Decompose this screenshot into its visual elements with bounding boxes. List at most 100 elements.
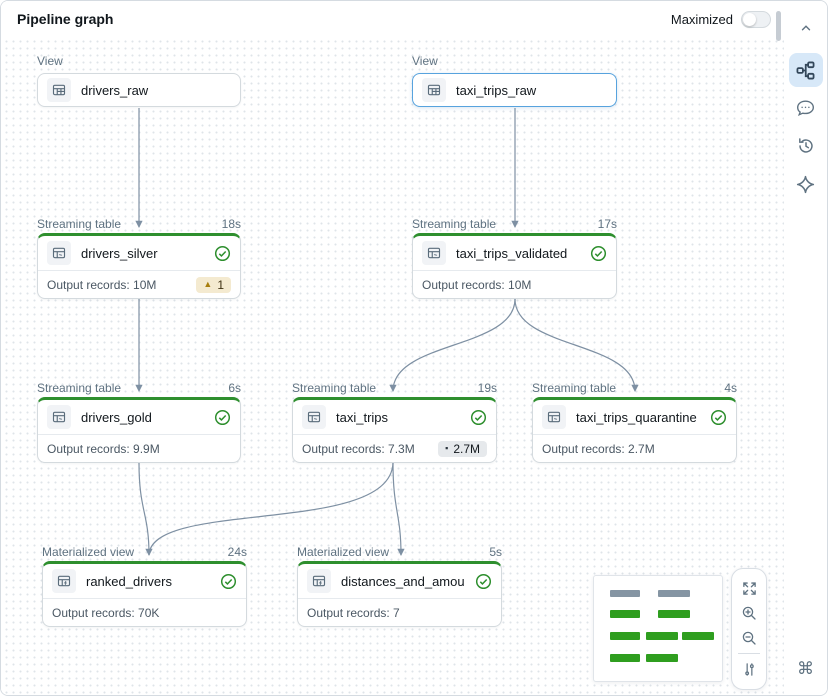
node-drivers-raw[interactable]: drivers_raw (37, 73, 241, 107)
pipeline-graph-icon (796, 61, 815, 79)
materialized-view-icon (307, 569, 331, 593)
expectation-warning-badge[interactable]: ▲ 1 (196, 276, 231, 293)
canvas-scrollbar-thumb[interactable] (776, 11, 781, 41)
node-kind-label: Streaming table (412, 217, 497, 231)
output-records-label: Output records: 7.3M (302, 441, 415, 456)
output-records-label: Output records: 9.9M (47, 441, 160, 456)
node-meta-distances-and-amounts: Materialized view 5s (297, 545, 502, 559)
fit-to-screen-button[interactable] (735, 576, 763, 601)
node-title: taxi_trips_validated (456, 245, 568, 261)
node-taxi-trips-raw[interactable]: taxi_trips_raw (412, 73, 617, 107)
sidebar-item-assistant[interactable] (789, 167, 823, 201)
minimap-node-bar (610, 610, 640, 618)
minimap-node-bar (610, 654, 640, 662)
node-title: drivers_silver (81, 245, 158, 261)
sidebar-item-history[interactable] (789, 129, 823, 163)
pipeline-graph-panel: View drivers_raw View tax (1, 1, 786, 695)
node-duration: 18s (221, 217, 241, 231)
edge-drivers-gold-to-ranked (138, 462, 153, 557)
node-taxi-trips[interactable]: taxi_trips Output records: 7.3M ▪ 2.7M (292, 397, 497, 463)
node-kind-label: Streaming table (292, 381, 377, 395)
node-kind-label: Streaming table (37, 381, 122, 395)
node-kind-label: Streaming table (37, 217, 122, 231)
edge-taxi-trips-to-ranked (148, 462, 394, 556)
success-check-icon (214, 409, 231, 426)
collapse-chevron-up-icon[interactable] (789, 11, 823, 45)
graph-settings-button[interactable] (735, 657, 763, 682)
toggle-knob (743, 12, 756, 26)
edge-validated-to-taxi-trips (389, 298, 516, 393)
minimap-node-bar (682, 632, 714, 640)
canvas-controls (731, 568, 767, 690)
node-title: distances_and_amounts_b... (341, 573, 465, 589)
node-ranked-drivers[interactable]: ranked_drivers Output records: 70K (42, 561, 247, 627)
success-check-icon (710, 409, 727, 426)
streaming-table-icon (422, 241, 446, 265)
node-taxi-trips-quarantine[interactable]: taxi_trips_quarantine Output records: 2.… (532, 397, 737, 463)
page-title: Pipeline graph (17, 11, 114, 27)
node-title: ranked_drivers (86, 573, 172, 589)
node-title: taxi_trips (336, 409, 389, 425)
success-check-icon (214, 245, 231, 262)
node-duration: 4s (724, 381, 737, 395)
sidebar-item-comments[interactable] (789, 91, 823, 125)
node-meta-taxi-trips-quarantine: Streaming table 4s (532, 381, 737, 395)
warning-count: 1 (217, 277, 224, 292)
node-duration: 24s (227, 545, 247, 559)
minimap-node-bar (610, 590, 640, 597)
node-drivers-gold[interactable]: drivers_gold Output records: 9.9M (37, 397, 241, 463)
node-title: taxi_trips_quarantine (576, 409, 697, 425)
minimap-node-bar (610, 632, 640, 640)
view-table-icon (422, 78, 446, 102)
dropped-records-icon: ▪ (445, 443, 449, 453)
node-taxi-trips-validated[interactable]: taxi_trips_validated Output records: 10M (412, 233, 617, 299)
node-kind-label: Materialized view (297, 545, 390, 559)
comments-icon (797, 100, 814, 117)
node-distances-and-amounts[interactable]: distances_and_amounts_b... Output record… (297, 561, 502, 627)
minimap-node-bar (646, 632, 678, 640)
node-meta-drivers-gold: Streaming table 6s (37, 381, 241, 395)
maximized-label: Maximized (670, 11, 733, 27)
output-records-label: Output records: 7 (307, 605, 400, 620)
node-meta-drivers-raw: View (37, 54, 241, 68)
dropped-records-badge[interactable]: ▪ 2.7M (438, 440, 487, 457)
node-meta-taxi-trips-validated: Streaming table 17s (412, 217, 617, 231)
zoom-in-button[interactable] (735, 601, 763, 626)
node-kind-label: Streaming table (532, 381, 617, 395)
output-records-label: Output records: 10M (422, 277, 532, 292)
streaming-table-icon (47, 241, 71, 265)
maximized-toggle[interactable] (741, 10, 771, 28)
command-shortcut-icon[interactable]: ⌘ (797, 659, 814, 678)
view-table-icon (47, 78, 71, 102)
sidebar-item-pipeline-graph[interactable] (788, 53, 823, 87)
warning-icon: ▲ (203, 279, 213, 289)
panel-header: Pipeline graph Maximized (1, 1, 785, 37)
node-meta-taxi-trips: Streaming table 19s (292, 381, 497, 395)
success-check-icon (590, 245, 607, 262)
edge-taxi-trips-to-distances (392, 462, 405, 557)
node-duration: 5s (489, 545, 502, 559)
success-check-icon (470, 409, 487, 426)
node-duration: 19s (477, 381, 497, 395)
node-title: drivers_raw (81, 82, 149, 98)
materialized-view-icon (52, 569, 76, 593)
zoom-out-button[interactable] (735, 626, 763, 651)
node-kind-label: View (37, 54, 63, 68)
graph-canvas[interactable]: View drivers_raw View tax (1, 1, 785, 695)
minimap-node-bar (658, 590, 690, 597)
node-duration: 6s (228, 381, 241, 395)
streaming-table-icon (47, 405, 71, 429)
success-check-icon (475, 573, 492, 590)
minimap-node-bar (658, 610, 690, 618)
graph-minimap[interactable] (593, 575, 723, 682)
minimap-node-bar (646, 654, 678, 662)
node-meta-taxi-trips-raw: View (412, 54, 617, 68)
node-title: taxi_trips_raw (456, 82, 537, 98)
success-check-icon (220, 573, 237, 590)
dropped-records-count: 2.7M (453, 441, 480, 456)
node-duration: 17s (597, 217, 617, 231)
node-kind-label: Materialized view (42, 545, 135, 559)
node-drivers-silver[interactable]: drivers_silver Output records: 10M ▲ 1 (37, 233, 241, 299)
node-title: drivers_gold (81, 409, 152, 425)
